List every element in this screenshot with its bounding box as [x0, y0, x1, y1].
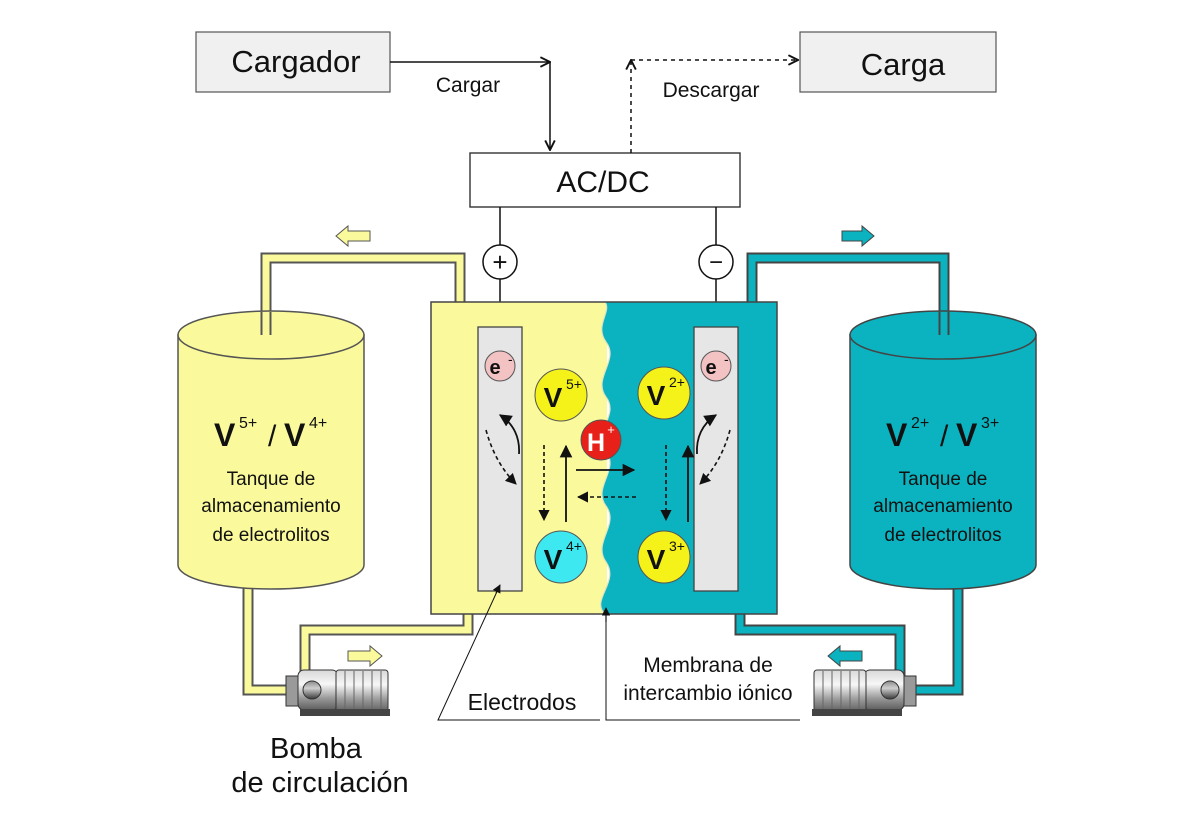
svg-text:V: V	[214, 417, 236, 453]
electrodes-callout-line	[437, 584, 600, 721]
v3-ion-icon: V 3+	[637, 530, 691, 584]
negative-terminal-icon: −	[698, 244, 734, 280]
right-tank-label-1: Tanque de	[899, 469, 988, 490]
left-pump-icon	[285, 669, 390, 716]
discharge-label: Descargar	[663, 79, 760, 102]
left-tank	[177, 310, 365, 590]
svg-text:2+: 2+	[911, 415, 929, 432]
svg-text:H: H	[587, 429, 605, 457]
membrane-callout-line	[605, 614, 800, 721]
converter-label: AC/DC	[556, 166, 649, 199]
right-top-flow-arrow-icon	[841, 224, 875, 248]
svg-text:/: /	[268, 420, 277, 453]
electrodes-label: Electrodos	[468, 689, 577, 715]
svg-text:V: V	[647, 380, 666, 411]
svg-text:e: e	[489, 357, 500, 379]
svg-text:5+: 5+	[239, 415, 257, 432]
right-tank-label-2: almacenamiento	[873, 496, 1012, 517]
electrodes-callout-arrow	[492, 584, 501, 594]
svg-text:+: +	[607, 422, 615, 437]
right-electrode-arrow-solid	[696, 414, 718, 455]
v5-ion-icon: V 5+	[534, 368, 588, 422]
pump-label-1: Bomba	[270, 733, 363, 765]
charge-label: Cargar	[436, 74, 500, 97]
right-tank	[849, 310, 1037, 590]
right-tank-label-3: de electrolitos	[884, 525, 1001, 546]
svg-text:4+: 4+	[566, 538, 582, 554]
left-electrode-arrow-solid	[498, 414, 520, 455]
svg-text:-: -	[724, 351, 729, 367]
positive-terminal-icon: +	[482, 244, 518, 280]
load-box: Carga	[799, 31, 997, 93]
left-electrode-arrow-dashed	[485, 429, 517, 485]
svg-text:V: V	[647, 544, 666, 575]
svg-text:3+: 3+	[669, 538, 685, 554]
svg-text:V: V	[284, 417, 306, 453]
membrane-label-2: intercambio iónico	[623, 682, 792, 705]
left-bottom-flow-arrow-icon	[347, 644, 383, 668]
left-tank-label-2: almacenamiento	[201, 496, 340, 517]
pump-label-2: de circulación	[231, 767, 408, 799]
load-label: Carga	[861, 47, 946, 82]
svg-text:-: -	[508, 351, 513, 367]
membrane-label-1: Membrana de	[643, 654, 773, 677]
right-tank-ions: V 2+ / V 3+	[886, 415, 999, 453]
svg-text:−: −	[709, 249, 723, 276]
v2-ion-icon: V 2+	[637, 366, 691, 420]
svg-text:3+: 3+	[981, 415, 999, 432]
svg-text:2+: 2+	[669, 374, 685, 390]
converter-box: AC/DC	[469, 152, 741, 208]
electron-left-icon: e -	[484, 350, 516, 382]
svg-text:e: e	[705, 357, 716, 379]
electron-right-icon: e -	[700, 350, 732, 382]
left-tank-label-1: Tanque de	[227, 469, 316, 490]
svg-text:4+: 4+	[309, 415, 327, 432]
right-pipes	[734, 252, 964, 696]
left-tank-label-3: de electrolitos	[212, 525, 329, 546]
right-pump-icon	[812, 669, 917, 716]
svg-text:/: /	[940, 420, 949, 453]
svg-text:V: V	[544, 544, 563, 575]
left-top-flow-arrow-icon	[335, 224, 371, 248]
svg-text:V: V	[886, 417, 908, 453]
svg-text:V: V	[956, 417, 978, 453]
svg-text:V: V	[544, 382, 563, 413]
charger-box: Cargador	[195, 31, 391, 93]
right-bottom-flow-arrow-icon	[827, 644, 863, 668]
left-pipes	[242, 252, 474, 696]
left-tank-ions: V 5+ / V 4+	[214, 415, 327, 453]
proton-ion-icon: H +	[580, 419, 622, 461]
right-electrode-arrow-dashed	[699, 429, 731, 485]
svg-text:5+: 5+	[566, 376, 582, 392]
v4-ion-icon: V 4+	[534, 530, 588, 584]
svg-text:+: +	[492, 247, 507, 277]
charger-label: Cargador	[231, 44, 360, 79]
